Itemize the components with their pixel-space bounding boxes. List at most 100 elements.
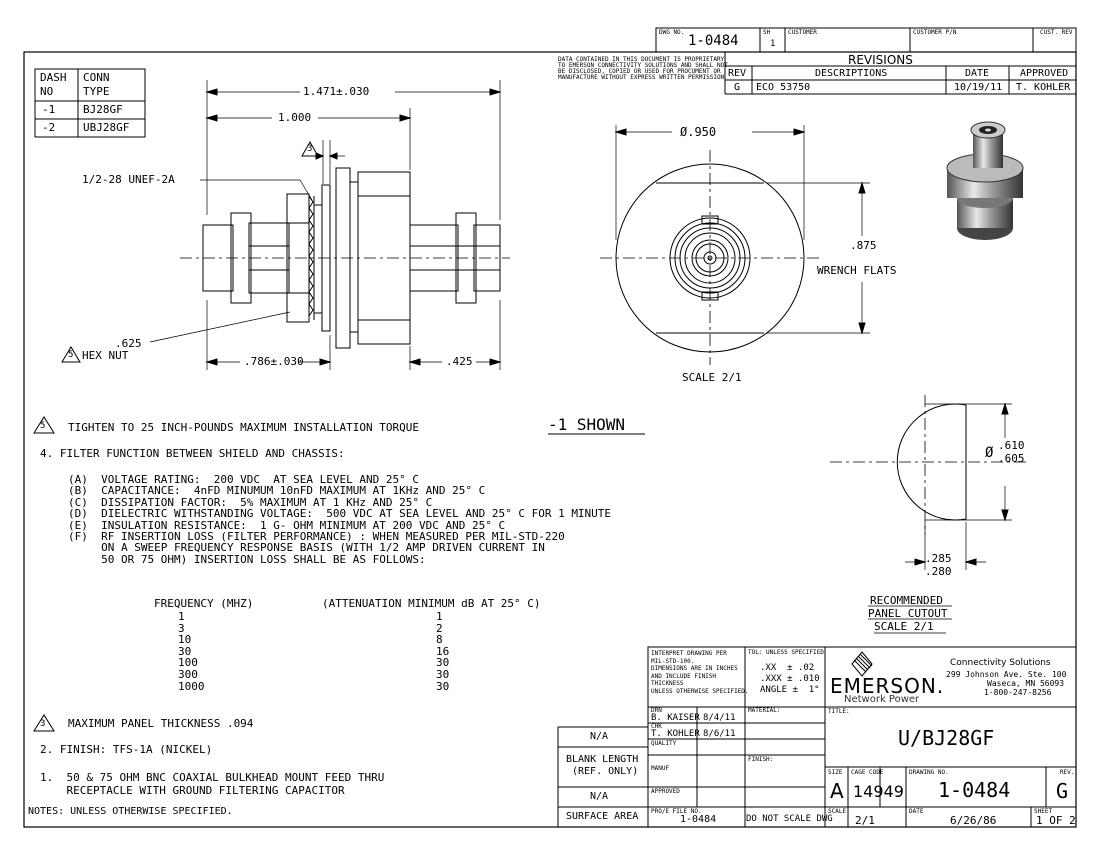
revisions-title: REVISIONS — [848, 53, 913, 67]
drawing-title: U/BJ28GF — [898, 726, 995, 750]
freq-value: 300 — [178, 667, 198, 681]
company-name: EMERSON. — [830, 674, 945, 698]
dim-length: 1.000 — [278, 111, 312, 124]
na-1: N/A — [590, 731, 609, 742]
dim-wrench-2: WRENCH FLATS — [817, 264, 897, 277]
rec-cutout-1: RECOMMENDED — [870, 594, 943, 607]
dim-right: .425 — [446, 355, 473, 368]
date-value: 6/26/86 — [950, 814, 997, 827]
do-not-scale: DO NOT SCALE DWG — [746, 814, 833, 824]
dim-thread: 1/2-28 UNEF-2A — [82, 173, 175, 186]
company-line-2: 299 Johnson Ave. Ste. 100 — [946, 670, 1067, 679]
dim-hexnut: .625 — [115, 337, 142, 350]
product-image — [946, 121, 1024, 240]
revision-date: 10/19/11 — [954, 82, 1003, 93]
interpret-line: AND INCLUDE FINISH — [651, 672, 717, 680]
interpret-line: DIMENSIONS ARE IN INCHES — [651, 665, 738, 672]
scale-value: 2/1 — [855, 814, 875, 827]
freq-value: 10 — [178, 633, 192, 647]
freq-value: 30 — [178, 644, 192, 658]
sheet-label: SHEET — [1034, 808, 1053, 815]
proprietary-note: DATA CONTAINED IN THIS DOCUMENT IS PROPR… — [558, 57, 728, 81]
company-line-1: Connectivity Solutions — [950, 658, 1051, 668]
quality-label: QUALITY — [651, 740, 677, 747]
company-line-3: Waseca, MN 56093 — [987, 679, 1065, 688]
sh-value: 1 — [770, 39, 776, 49]
rev-value: G — [1056, 779, 1069, 803]
tolerance-3place: .XXX ± .010 — [760, 674, 820, 684]
rev-col-header: REV — [728, 68, 747, 79]
atten-value: 30 — [436, 667, 450, 681]
dash-row-2-no: -2 — [42, 121, 56, 134]
na-2: N/A — [590, 791, 609, 802]
note-4-item: (D) DIELECTRIC WITHSTANDING VOLTAGE: 500… — [68, 507, 612, 521]
drawing-no-value: 1-0484 — [938, 778, 1011, 802]
freq-value: 100 — [178, 656, 198, 670]
note-4-item: (F) RF INSERTION LOSS (FILTER PERFORMANC… — [68, 530, 565, 544]
drn-name: B. KAISER — [651, 713, 700, 723]
proprietary-line: BE DISCLOSED, COPIED OR USED FOR PROCUME… — [558, 68, 721, 75]
manuf-label: MANUF — [651, 765, 670, 772]
customer-pn-label: CUSTOMER P/N — [913, 29, 957, 36]
tolerance-angle: ANGLE ± 1° — [760, 685, 820, 695]
atten-header: (ATTENUATION MINIMUM dB AT 25° C) — [322, 597, 541, 610]
atten-value: 2 — [436, 621, 443, 635]
proprietary-line: TO EMERSON CONNECTIVITY SOLUTIONS AND SH… — [558, 62, 728, 69]
note-4-item: ON A SWEEP FREQUENCY RESPONSE BASIS (WIT… — [68, 541, 545, 555]
approved-col-header: APPROVED — [1020, 68, 1069, 79]
atten-value: 8 — [436, 633, 443, 647]
material-label: MATERIAL: — [748, 707, 781, 714]
profile-no: 1-0484 — [680, 814, 717, 825]
company-sub: Network Power — [844, 694, 920, 705]
drn-label: DRN — [651, 707, 662, 714]
customer-label: CUSTOMER — [788, 29, 817, 36]
conn-header: CONN — [83, 71, 110, 84]
emerson-logo-icon — [851, 651, 873, 677]
company-line-4: 1-800-247-8256 — [984, 688, 1052, 697]
sheet-value: 1 OF 2 — [1036, 814, 1076, 827]
dash-row-1-no: -1 — [42, 103, 56, 116]
rec-cutout-2: PANEL CUTOUT — [868, 607, 948, 620]
hex-nut-label: HEX NUT — [82, 349, 129, 362]
freq-value: 1000 — [178, 679, 205, 693]
chk-name: T. KOHLER — [651, 729, 700, 739]
size-label: SIZE — [828, 769, 843, 776]
surface-area: SURFACE AREA — [566, 811, 639, 822]
revision-desc: ECO 53750 — [756, 82, 811, 93]
note-5: TIGHTEN TO 25 INCH-POUNDS MAXIMUM INSTAL… — [68, 421, 419, 434]
dim-left: .786±.030 — [244, 355, 304, 368]
note-4-item: (C) DISSIPATION FACTOR: 5% MAXIMUM AT 1 … — [68, 495, 433, 509]
dash-row-2-type: UBJ28GF — [83, 121, 130, 134]
note-1-line-2: RECEPTACLE WITH GROUND FILTERING CAPACIT… — [40, 784, 345, 797]
atten-value: 16 — [436, 644, 450, 658]
dim-cutout-1: .610 — [998, 439, 1025, 452]
desc-col-header: DESCRIPTIONS — [815, 68, 888, 79]
drn-date: 8/4/11 — [703, 713, 736, 723]
interpret-line: UNLESS OTHERWISE SPECIFIED. — [651, 687, 749, 695]
cage-value: 14949 — [853, 782, 904, 801]
cage-label: CAGE CODE — [851, 769, 884, 776]
interpret-note: INTERPRET DRAWING PER MIL-STD-100. DIMEN… — [651, 650, 749, 695]
interpret-line: INTERPRET DRAWING PER — [651, 650, 727, 657]
freq-value: 1 — [178, 610, 185, 623]
note-1-line-1: 1. 50 & 75 OHM BNC COAXIAL BULKHEAD MOUN… — [40, 771, 385, 784]
chk-date: 8/6/11 — [703, 729, 736, 739]
conn-header-2: TYPE — [83, 85, 110, 98]
note-4-item: (A) VOLTAGE RATING: 200 VDC AT SEA LEVEL… — [68, 473, 419, 486]
note-4-item: (E) INSULATION RESISTANCE: 1 G- OHM MINI… — [68, 518, 506, 532]
tolerance-2place: .XX ± .02 — [760, 663, 815, 673]
dash-header-2: NO — [40, 85, 54, 98]
atten-value: 30 — [436, 656, 450, 670]
date-label: DATE — [909, 808, 924, 815]
shown-label: -1 SHOWN — [548, 415, 626, 434]
dim-overall: 1.471±.030 — [303, 85, 370, 98]
chk-label: CHK — [651, 723, 662, 730]
dim-diameter: Ø.950 — [680, 125, 717, 139]
note-4-item: 50 OR 75 OHM) INSERTION LOSS SHALL BE AS… — [68, 552, 426, 566]
note-5-flag: 5 — [68, 350, 74, 360]
dim-cutout-2: .605 — [998, 452, 1025, 465]
rec-cutout-3: SCALE 2/1 — [874, 620, 934, 633]
note-4-item: (B) CAPACITANCE: 4nFD MINUMUM 10nFD MAXI… — [68, 484, 486, 498]
size-value: A — [830, 779, 844, 803]
